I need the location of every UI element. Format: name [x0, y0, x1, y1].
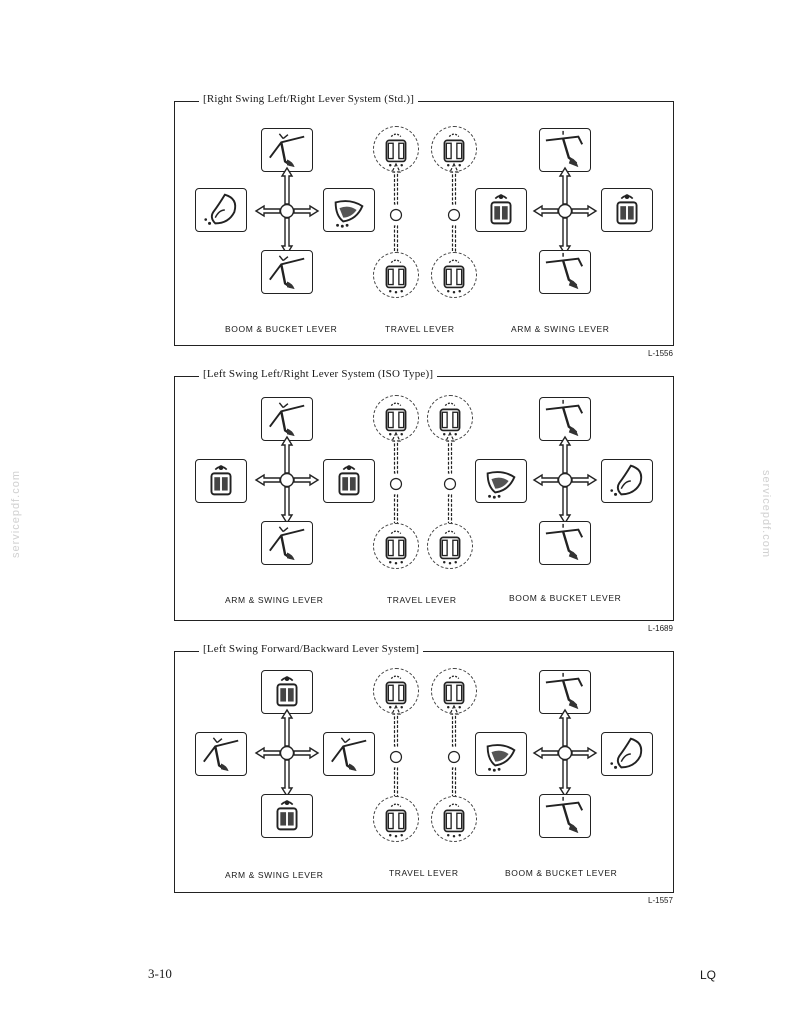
panel-code: L-1557: [648, 896, 673, 905]
travel-backward-icon: [431, 252, 477, 298]
cross-arrows-icon: [530, 164, 600, 258]
arm-icon: [323, 732, 375, 776]
boom-icon: [539, 128, 591, 172]
swing-icon: [261, 794, 313, 838]
lever-diagram-panel-2: [Left Swing Left/Right Lever System (ISO…: [174, 368, 674, 621]
lever-label-left: ARM & SWING LEVER: [225, 595, 324, 605]
bucket-load-icon: [475, 732, 527, 776]
arm-icon: [261, 250, 313, 294]
boom-icon: [539, 794, 591, 838]
arm-icon: [195, 732, 247, 776]
panel-title: [Right Swing Left/Right Lever System (St…: [199, 93, 419, 105]
swing-icon: [475, 188, 527, 232]
lever-label-left: ARM & SWING LEVER: [225, 870, 324, 880]
lever-label-center: TRAVEL LEVER: [385, 324, 455, 334]
arm-icon: [261, 521, 313, 565]
cross-arrows-icon: [252, 433, 322, 527]
lever-label-right: BOOM & BUCKET LEVER: [505, 868, 618, 878]
cross-arrows-icon: [252, 164, 322, 258]
panel-title: [Left Swing Forward/Backward Lever Syste…: [199, 643, 424, 655]
panel-title: [Left Swing Left/Right Lever System (ISO…: [199, 368, 438, 380]
boom-icon: [539, 521, 591, 565]
travel-backward-icon: [427, 523, 473, 569]
footer-code: LQ: [700, 968, 717, 982]
watermark-right: servicepdf.com: [759, 470, 772, 558]
lever-label-left: BOOM & BUCKET LEVER: [225, 324, 338, 334]
lever-label-right: BOOM & BUCKET LEVER: [509, 593, 622, 603]
panel-code: L-1556: [648, 349, 673, 358]
swing-icon: [261, 670, 313, 714]
cross-arrows-icon: [530, 706, 600, 800]
cross-arrows-icon: [252, 706, 322, 800]
cross-arrows-icon: [530, 433, 600, 527]
lever-diagram-panel-1: [Right Swing Left/Right Lever System (St…: [174, 93, 674, 346]
bucket-icon: [601, 732, 653, 776]
bucket-load-icon: [323, 188, 375, 232]
swing-icon: [601, 188, 653, 232]
travel-backward-icon: [431, 796, 477, 842]
bucket-icon: [601, 459, 653, 503]
swing-icon: [195, 459, 247, 503]
boom-icon: [539, 670, 591, 714]
bucket-icon: [195, 188, 247, 232]
arm-icon: [261, 128, 313, 172]
page-number: 3-10: [148, 966, 172, 981]
travel-forward-icon: [427, 395, 473, 441]
watermark-left: servicepdf.com: [9, 470, 22, 558]
boom-icon: [539, 250, 591, 294]
lever-label-center: TRAVEL LEVER: [389, 868, 459, 878]
bucket-load-icon: [475, 459, 527, 503]
travel-backward-icon: [373, 252, 419, 298]
panel-code: L-1689: [648, 624, 673, 633]
lever-label-center: TRAVEL LEVER: [387, 595, 457, 605]
lever-diagram-panel-3: [Left Swing Forward/Backward Lever Syste…: [174, 643, 674, 893]
boom-icon: [539, 397, 591, 441]
lever-label-right: ARM & SWING LEVER: [511, 324, 610, 334]
travel-backward-icon: [373, 796, 419, 842]
travel-backward-icon: [373, 523, 419, 569]
swing-icon: [323, 459, 375, 503]
